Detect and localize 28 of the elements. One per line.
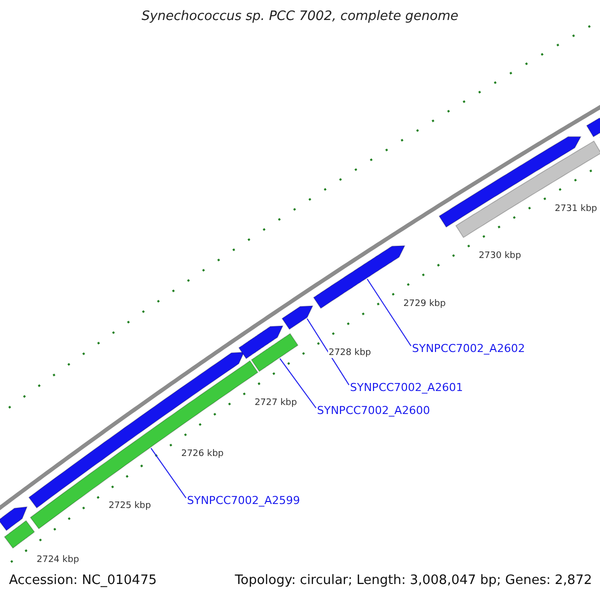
- leader-line: [279, 358, 316, 408]
- gene-feature: [0, 506, 28, 532]
- gene-feature: [238, 325, 284, 360]
- gene-feature: [438, 136, 582, 228]
- gene-feature: [313, 245, 406, 309]
- gene-feature-bar: [4, 520, 35, 549]
- gene-feature: [282, 305, 314, 330]
- gene-feature-bar: [250, 333, 298, 372]
- scale-label: 2726 kbp: [180, 449, 225, 460]
- scale-label: 2731 kbp: [554, 204, 598, 214]
- gene-label: SYNPCC7002_A2599: [187, 494, 300, 507]
- scale-label: 2724 kbp: [36, 554, 80, 565]
- scale-label: 2728 kbp: [328, 348, 372, 358]
- accession-text: Accession: NC_010475: [9, 573, 157, 588]
- gene-label: SYNPCC7002_A2602: [412, 342, 525, 355]
- leader-line: [366, 278, 412, 346]
- gene-feature-bar: [455, 140, 600, 238]
- scale-label: 2727 kbp: [254, 398, 298, 408]
- gene-label: SYNPCC7002_A2601: [350, 381, 463, 394]
- scale-label: 2725 kbp: [108, 501, 152, 512]
- gene-label: SYNPCC7002_A2600: [317, 404, 430, 417]
- leader-line: [306, 318, 350, 386]
- gene-feature: [586, 118, 600, 138]
- title: Synechococcus sp. PCC 7002, complete genome: [140, 9, 460, 24]
- scale-label: 2730 kbp: [478, 251, 522, 262]
- scale-label: 2729 kbp: [402, 299, 447, 310]
- leader-line: [150, 448, 186, 498]
- genome-info-text: Topology: circular; Length: 3,008,047 bp; Genes: 2,872: [234, 573, 592, 588]
